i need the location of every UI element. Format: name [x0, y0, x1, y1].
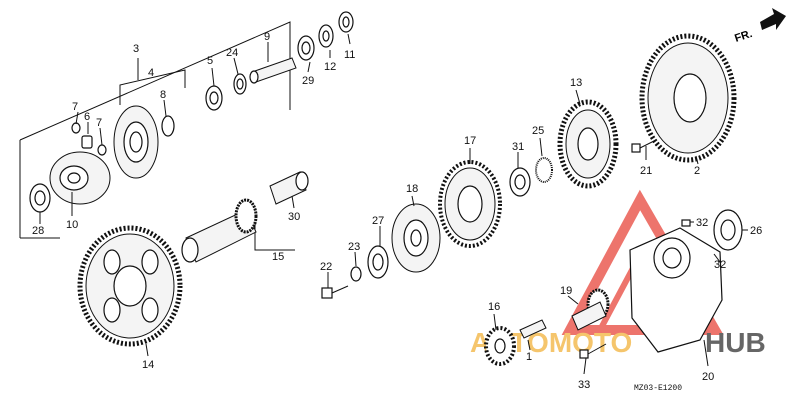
callout-30: 30 — [288, 211, 300, 223]
assembly-bracket-3 — [19, 21, 291, 239]
part-shaft-15 — [181, 198, 258, 263]
callout-20: 20 — [702, 371, 714, 383]
part-washer-12 — [318, 24, 334, 48]
callout-33: 33 — [578, 379, 590, 391]
callout-32b: 32 — [714, 259, 726, 271]
callout-4: 4 — [148, 67, 154, 79]
part-washer-23 — [350, 266, 362, 282]
part-hub-18 — [391, 203, 441, 273]
part-washer-11 — [338, 11, 354, 33]
part-clutch-outer-10 — [49, 151, 111, 205]
leader-lines — [39, 33, 748, 375]
callout-24: 24 — [226, 47, 238, 59]
part-washer-25 — [535, 157, 553, 183]
callout-10: 10 — [66, 219, 78, 231]
callout-7b: 7 — [96, 117, 102, 129]
assembly-bracket-4 — [119, 69, 186, 105]
part-bearing-26 — [713, 209, 743, 251]
callout-12: 12 — [324, 61, 336, 73]
part-bearing-27 — [367, 245, 389, 279]
callout-5: 5 — [207, 55, 213, 67]
part-dowel-32a — [681, 219, 691, 227]
callout-18: 18 — [406, 183, 418, 195]
callout-31: 31 — [512, 141, 524, 153]
part-circlip-8 — [161, 115, 175, 137]
watermark-text-b: HUB — [705, 327, 766, 358]
part-housing-20 — [629, 227, 723, 353]
part-washer-24 — [233, 73, 247, 95]
part-gear-13 — [557, 99, 619, 189]
callout-17: 17 — [464, 135, 476, 147]
callout-13: 13 — [570, 77, 582, 89]
callout-26: 26 — [750, 225, 762, 237]
callout-7a: 7 — [72, 101, 78, 113]
callout-21: 21 — [640, 165, 652, 177]
part-pin-7a — [71, 122, 81, 134]
part-gear-2 — [639, 33, 737, 163]
part-gear-16 — [484, 326, 516, 366]
part-bolt-33 — [579, 343, 607, 359]
part-sleeve-30 — [269, 171, 309, 205]
callout-19: 19 — [560, 285, 572, 297]
diagram-code: MZ03-E1200 — [634, 384, 682, 393]
part-pinion-19 — [571, 288, 610, 331]
callout-1: 1 — [526, 351, 532, 363]
callout-25: 25 — [532, 125, 544, 137]
part-gear-14 — [77, 225, 183, 347]
callout-32a: 32 — [696, 217, 708, 229]
front-direction-indicator: FR. — [733, 8, 786, 45]
part-gear-17 — [438, 160, 502, 248]
part-pin-1 — [519, 319, 547, 339]
callout-6: 6 — [84, 111, 90, 123]
callout-3: 3 — [133, 43, 139, 55]
front-label: FR. — [733, 28, 754, 45]
callout-14: 14 — [142, 359, 154, 371]
callout-labels: 1 2 3 4 5 6 7 7 8 9 10 11 12 13 14 15 16… — [32, 31, 762, 391]
callout-11: 11 — [344, 49, 355, 61]
callout-23: 23 — [348, 241, 360, 253]
callout-27: 27 — [372, 215, 384, 227]
callout-9: 9 — [264, 31, 270, 43]
part-bearing-28 — [29, 183, 51, 213]
part-shaft-9 — [249, 57, 297, 84]
part-bearing-29 — [297, 35, 315, 61]
part-spring-6 — [81, 135, 93, 149]
callout-2: 2 — [694, 165, 700, 177]
callout-29: 29 — [302, 75, 314, 87]
callout-22: 22 — [320, 261, 332, 273]
part-pin-7b — [97, 144, 107, 156]
callout-16: 16 — [488, 301, 500, 313]
callout-8: 8 — [160, 89, 166, 101]
part-bearing-31 — [509, 167, 531, 197]
callout-15: 15 — [272, 251, 284, 263]
part-clutch-4 — [113, 105, 159, 179]
callout-28: 28 — [32, 225, 44, 237]
part-washer-5 — [205, 85, 223, 111]
part-bolt-22 — [321, 285, 349, 299]
front-arrow-icon — [760, 8, 786, 30]
